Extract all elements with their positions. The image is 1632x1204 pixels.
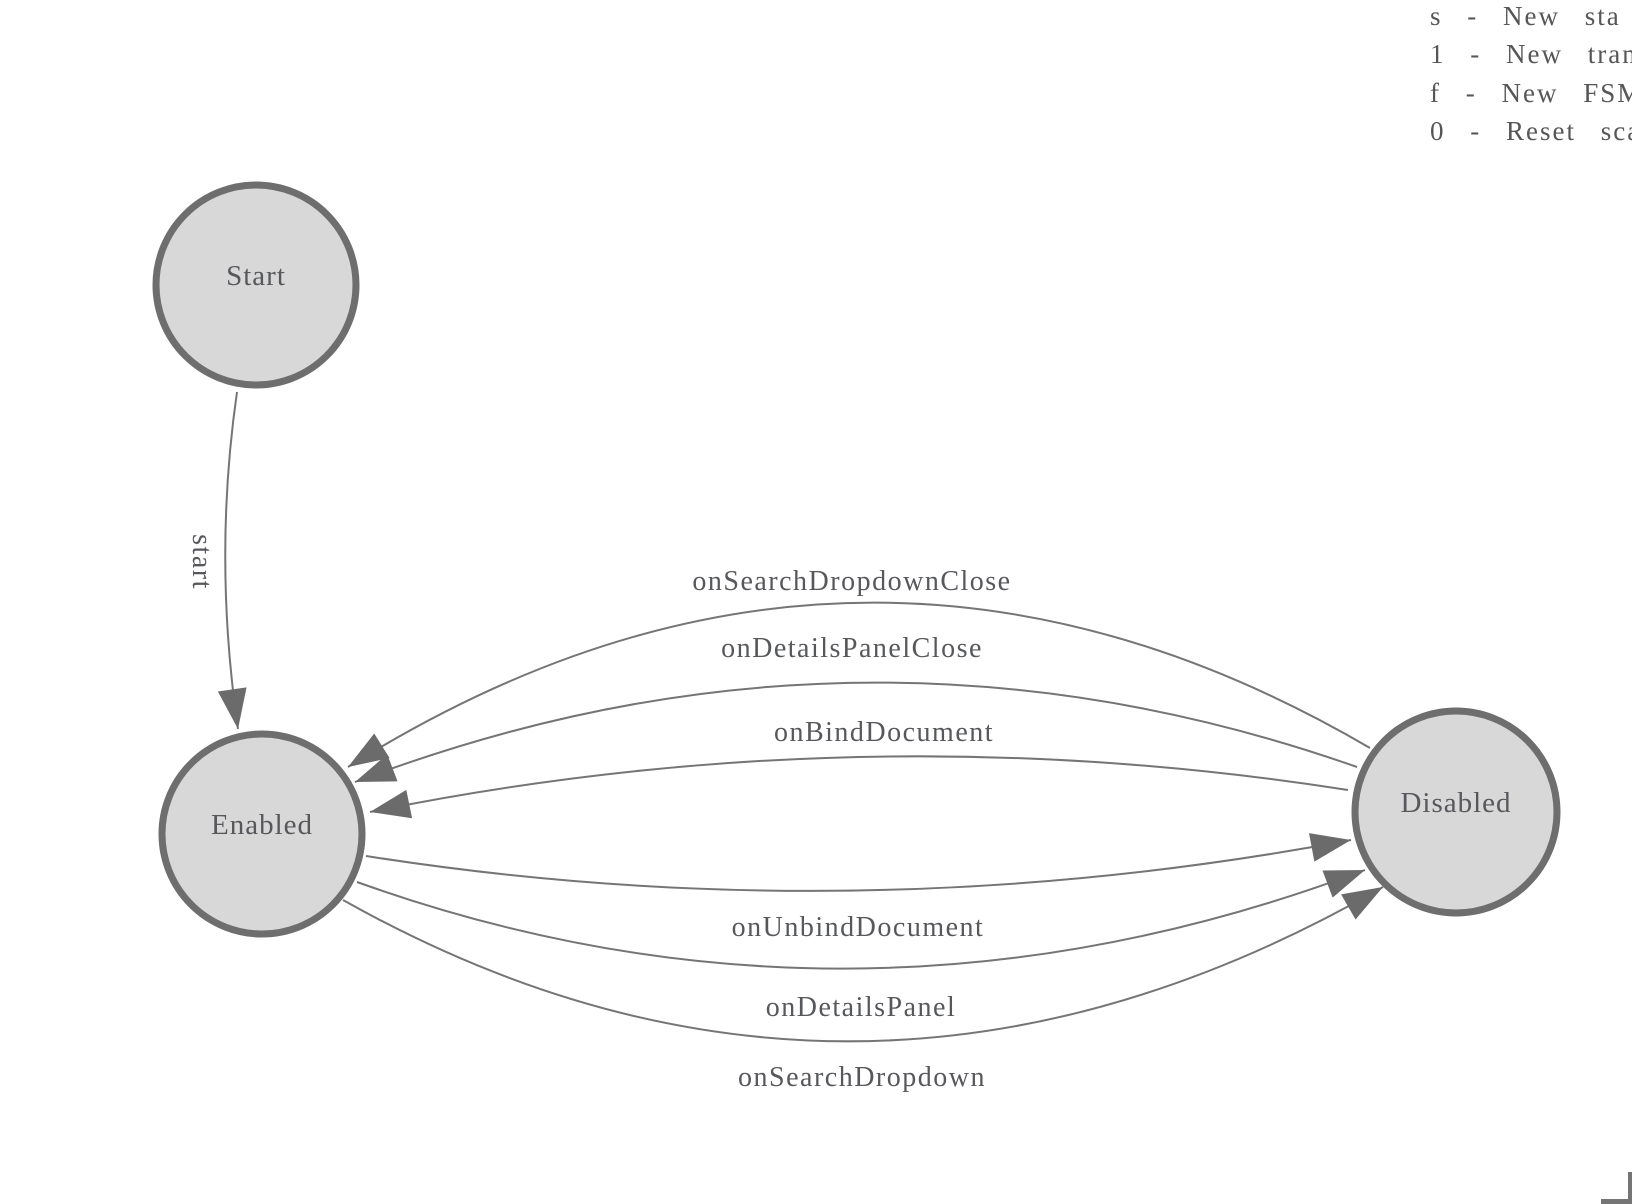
legend-line-new-transition: 1 - New tran [1430,39,1632,70]
state-node-disabled[interactable] [1351,707,1561,917]
arrowhead-onBindDocument [370,789,413,819]
legend-line-new-fsm: f - New FSM [1430,77,1632,108]
transition-edge-onUnbindDocument[interactable] [365,839,1352,892]
arrowhead-onSearchDropdown [1341,887,1383,920]
legend-line-new-state: s - New sta [1430,1,1621,31]
state-label-disabled: Disabled [1400,787,1511,819]
transition-edge-start[interactable] [224,391,239,730]
arrowhead-start [217,687,247,729]
arrowhead-onDetailsPanelClose [355,754,398,782]
transition-label-start: start [186,534,217,590]
canvas-corner-vertical [1628,1172,1632,1204]
state-node-start[interactable] [152,181,360,389]
arrowhead-onDetailsPanel [1322,870,1365,898]
transition-edge-onSearchDropdownClose[interactable] [347,601,1371,768]
transition-label-onDetailsPanel: onDetailsPanel [766,992,957,1023]
state-label-start: Start [226,260,286,292]
shortcuts-legend: s - New sta 1 - New tran f - New FSM 0 -… [1430,0,1632,150]
transition-label-onUnbindDocument: onUnbindDocument [732,912,985,943]
canvas-corner-marker [1601,1172,1632,1204]
transition-edge-onDetailsPanel[interactable] [356,869,1366,970]
transition-edge-onBindDocument[interactable] [369,755,1349,813]
transition-edge-onDetailsPanelClose[interactable] [354,681,1358,783]
transition-edge-onSearchDropdown[interactable] [342,886,1384,1043]
transition-label-onSearchDropdownClose: onSearchDropdownClose [692,566,1011,597]
state-node-enabled[interactable] [158,730,366,938]
state-label-enabled: Enabled [211,809,313,841]
arrowhead-onUnbindDocument [1309,833,1351,862]
transition-label-onBindDocument: onBindDocument [774,717,994,748]
transition-label-onDetailsPanelClose: onDetailsPanelClose [721,633,983,664]
arrowhead-onSearchDropdownClose [348,733,390,767]
canvas-corner-horizontal [1601,1199,1632,1204]
legend-line-reset: 0 - Reset sca [1430,115,1632,146]
transition-label-onSearchDropdown: onSearchDropdown [738,1062,986,1093]
